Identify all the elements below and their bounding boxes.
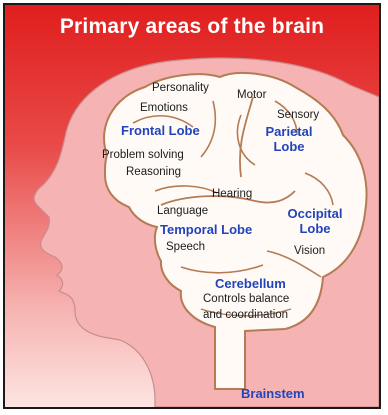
label-vision: Vision	[294, 245, 325, 258]
label-personality: Personality	[152, 82, 209, 95]
label-sensory: Sensory	[277, 109, 319, 122]
label-occipital-lobe: Occipital Lobe	[285, 206, 345, 236]
label-reasoning: Reasoning	[126, 166, 181, 179]
label-motor: Motor	[237, 89, 266, 102]
label-controls-balance: Controls balance	[203, 293, 289, 306]
label-language: Language	[157, 205, 208, 218]
label-temporal-lobe: Temporal Lobe	[160, 222, 252, 237]
label-cerebellum: Cerebellum	[215, 276, 286, 291]
diagram-title: Primary areas of the brain	[5, 15, 379, 39]
label-parietal-lobe: Parietal Lobe	[259, 124, 319, 154]
diagram-frame: Primary areas of the brain Personality E…	[3, 3, 381, 409]
label-brainstem: Brainstem	[241, 386, 305, 401]
label-frontal-lobe: Frontal Lobe	[121, 123, 200, 138]
label-speech: Speech	[166, 241, 205, 254]
label-and-coordination: and coordination	[203, 309, 288, 322]
label-problem-solving: Problem solving	[102, 149, 184, 162]
label-emotions: Emotions	[140, 102, 188, 115]
label-hearing: Hearing	[212, 188, 252, 201]
